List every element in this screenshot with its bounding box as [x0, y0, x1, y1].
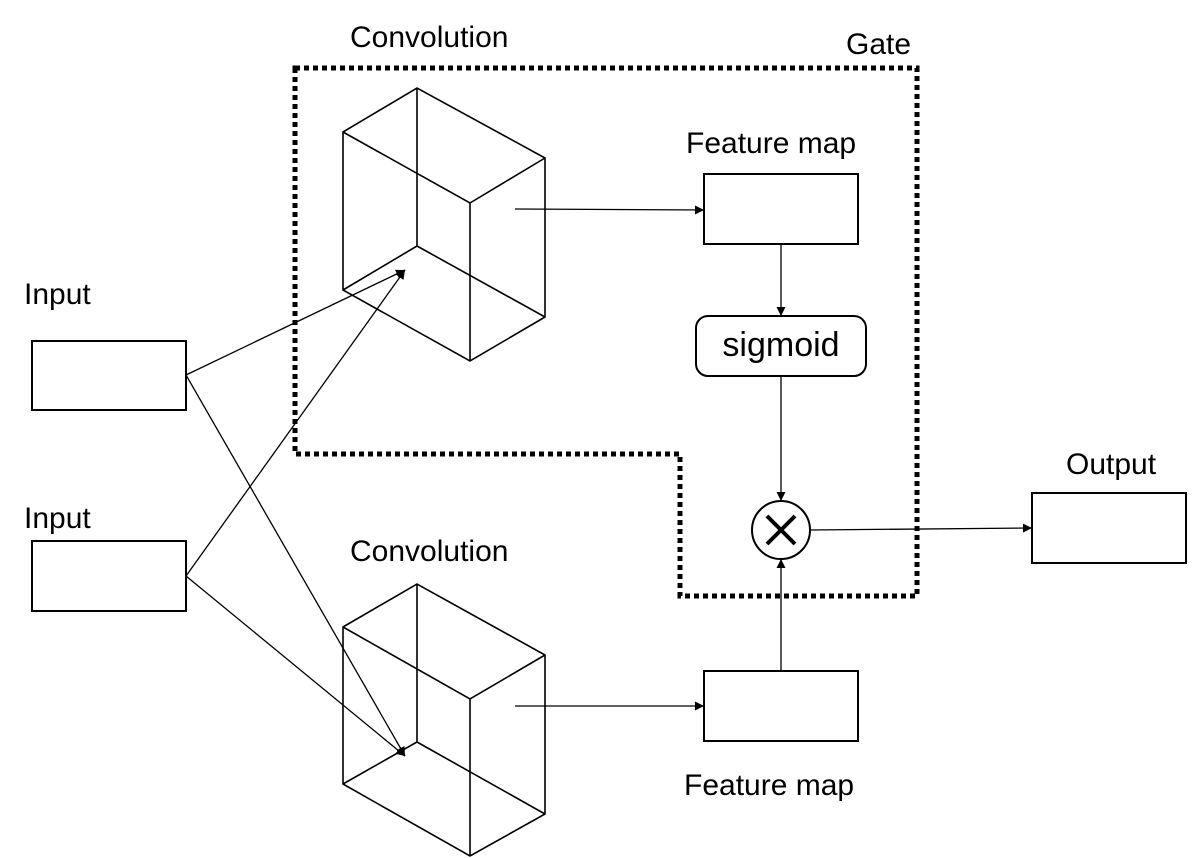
edge-input2-to-conv-top — [185, 269, 406, 577]
feature-map-top-box — [703, 173, 859, 245]
edge-multiply-to-output — [809, 523, 1033, 533]
feature-map-bottom-label: Feature map — [684, 769, 854, 802]
feature-map-top-label: Feature map — [686, 127, 856, 160]
convolution-top-label: Convolution — [350, 21, 508, 54]
input-2-label: Input — [24, 502, 91, 535]
output-label: Output — [1066, 448, 1157, 481]
edge-input1-to-conv-top — [185, 269, 406, 376]
gate-region — [292, 65, 920, 599]
input-1-box — [31, 340, 187, 411]
output-box — [1031, 492, 1187, 564]
multiply-icon — [765, 514, 797, 546]
convolution-bottom-block — [342, 583, 546, 857]
convolution-bottom-label: Convolution — [350, 535, 508, 568]
gate-label: Gate — [846, 28, 911, 61]
edge-input1-to-conv-bottom — [185, 374, 406, 757]
sigmoid-label: sigmoid — [722, 326, 839, 364]
feature-map-bottom-box — [703, 670, 859, 742]
input-2-box — [31, 540, 187, 612]
edge-input2-to-conv-bottom — [185, 575, 406, 757]
convolution-top-block — [342, 87, 546, 362]
edge-conv-top-to-feature-top — [514, 205, 705, 215]
input-1-label: Input — [24, 278, 91, 311]
